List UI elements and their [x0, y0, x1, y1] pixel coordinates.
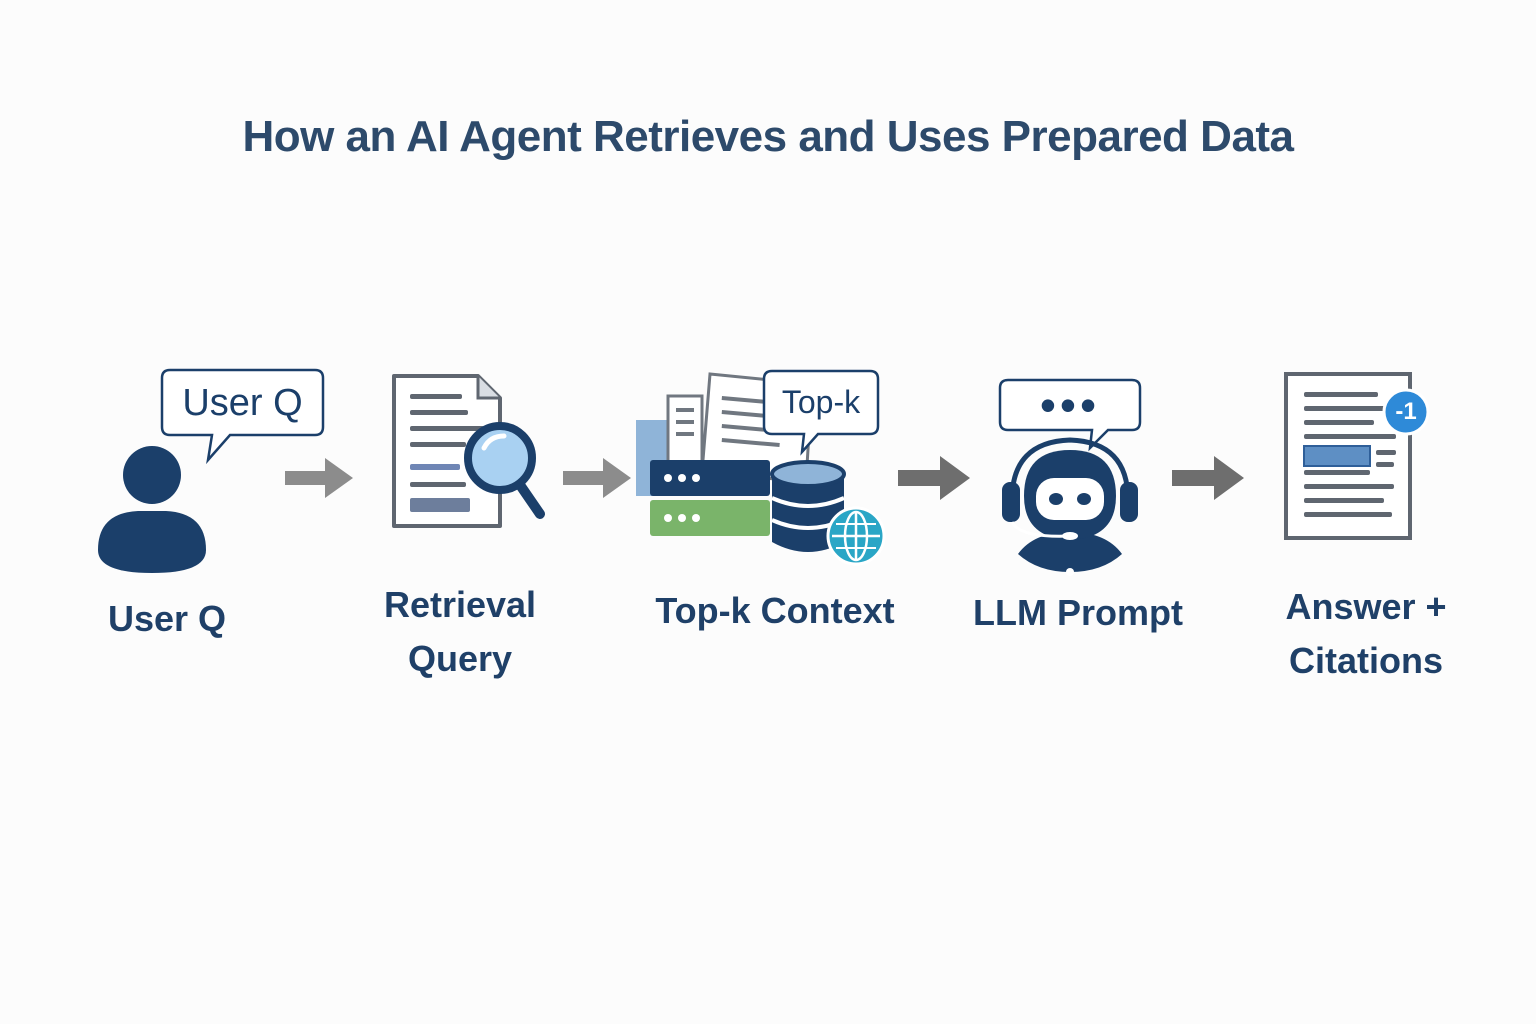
step-label-llm-prompt: LLM Prompt: [973, 592, 1183, 633]
speech-bubble-icon: [998, 378, 1142, 452]
arrow-right-icon: [1172, 456, 1244, 500]
step-label-top-k-context: Top-k Context: [655, 590, 895, 631]
step-label-answer-citations: Answer + Citations: [1285, 586, 1447, 681]
step-label-retrieval-query: Retrieval Query: [383, 584, 537, 679]
robot-headset-icon: [998, 378, 1142, 576]
speech-bubble-icon: [762, 369, 880, 456]
step-top-k-context: Top-k: [632, 366, 892, 566]
top-k-bubble-text: Top-k: [781, 384, 861, 420]
step-llm-prompt: •••: [990, 376, 1150, 586]
database-documents-icon: [636, 369, 886, 566]
user-bubble-text: User Q: [182, 382, 303, 424]
cited-document-icon: [1284, 372, 1430, 540]
speech-bubble-icon: [160, 368, 325, 465]
user-icon: [98, 368, 325, 573]
step-label-user-q: User Q: [107, 598, 227, 639]
llm-bubble-dots: •••: [1039, 379, 1101, 431]
arrow-right-icon: [898, 456, 970, 500]
citation-badge-text: -1: [1395, 398, 1417, 425]
arrow-right-icon: [285, 458, 353, 498]
citation-badge-icon: [1382, 388, 1430, 436]
arrow-right-icon: [563, 458, 631, 498]
step-retrieval-query: [390, 372, 560, 532]
step-user-question: User Q: [90, 365, 330, 585]
document-search-icon: [392, 374, 545, 528]
page-title: How an AI Agent Retrieves and Uses Prepa…: [242, 112, 1294, 161]
step-answer-citations: -1: [1282, 370, 1432, 546]
